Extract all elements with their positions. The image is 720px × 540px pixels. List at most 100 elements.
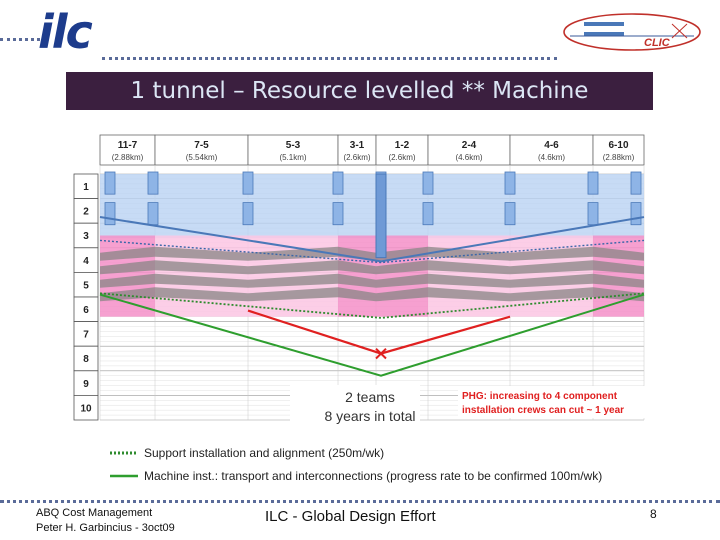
tunnel-excavation-band <box>100 174 644 238</box>
shaft-box <box>504 171 516 195</box>
machine-install-wedge <box>155 273 248 288</box>
machine-install-wedge <box>428 287 510 302</box>
shaft-box <box>332 171 344 195</box>
annotation-years: 8 years in total <box>324 408 415 424</box>
machine-install-wedge <box>338 273 376 288</box>
machine-install-wedge <box>593 273 644 288</box>
machine-install-wedge <box>248 260 338 275</box>
footer-center: ILC - Global Design Effort <box>265 508 436 525</box>
machine-install-wedge <box>100 273 155 288</box>
segment-header-cell <box>375 134 429 166</box>
shaft-box <box>147 171 159 195</box>
machine-install-wedge <box>100 260 155 275</box>
machine-installation-line <box>99 293 645 377</box>
segment-header-length: (2.88km) <box>603 153 635 162</box>
machine-install-wedge <box>100 246 155 261</box>
segment-header-length: (5.54km) <box>186 153 218 162</box>
shaft-box <box>332 202 344 226</box>
footer-left-line2: Peter H. Garbincius - 3oct09 <box>36 522 175 534</box>
segment-header-length: (2.88km) <box>112 153 144 162</box>
annotation-main-bg <box>290 385 420 427</box>
segment-header-name: 11-7 <box>118 140 138 151</box>
machine-install-wedge <box>593 260 644 275</box>
ilc-logo: ilc <box>38 6 100 58</box>
legend-label-machine: Machine inst.: transport and interconnec… <box>144 469 602 483</box>
segment-header-cell <box>427 134 511 166</box>
year-label-cell <box>73 296 99 323</box>
segment-header-cell <box>154 134 249 166</box>
machine-install-wedge <box>593 246 644 261</box>
year-label-cell <box>73 198 99 224</box>
machine-install-wedge <box>338 260 376 275</box>
machine-install-wedge <box>428 260 510 275</box>
shaft-box <box>587 171 599 195</box>
annotation-teams: 2 teams <box>345 389 395 405</box>
shaft-box <box>504 202 516 226</box>
segment-header-length: (5.1km) <box>279 153 306 162</box>
year-label: 9 <box>83 379 89 390</box>
machine-install-wedge <box>155 287 248 302</box>
segment-header-name: 6-10 <box>608 140 628 151</box>
machine-install-wedge <box>376 246 428 261</box>
year-label: 5 <box>83 280 89 291</box>
shaft-box <box>630 171 642 195</box>
machine-install-wedge <box>338 246 376 261</box>
ilc-logo-text: ilc <box>38 5 93 59</box>
machine-install-wedge <box>248 287 338 302</box>
clic-logo-text: CLIC <box>644 37 671 49</box>
segment-header-name: 7-5 <box>194 140 209 151</box>
year-label-cell <box>73 394 99 421</box>
shaft-box <box>422 202 434 226</box>
segment-header-name: 2-4 <box>462 140 477 151</box>
machine-install-wedge <box>510 273 593 288</box>
header-dotted-line-right <box>102 57 557 60</box>
legend-label-support: Support installation and alignment (250m… <box>144 446 384 460</box>
machine-install-wedge <box>428 273 510 288</box>
shaft-box <box>587 202 599 226</box>
tunnel-finish-line <box>99 239 645 264</box>
machine-install-wedge <box>376 260 428 275</box>
segment-header-length: (2.6km) <box>343 153 370 162</box>
shaft-box <box>104 171 116 195</box>
year-label: 1 <box>83 182 89 193</box>
segment-header-name: 5-3 <box>286 140 301 151</box>
annotation-red-bg <box>458 386 654 418</box>
critical-path-end-marker <box>375 347 387 360</box>
year-label: 2 <box>83 207 89 218</box>
shaft-box <box>422 171 434 195</box>
machine-install-wedge <box>510 260 593 275</box>
machine-install-wedge <box>510 246 593 261</box>
year-label: 8 <box>83 354 89 365</box>
segment-header-name: 3-1 <box>350 140 365 151</box>
machine-install-wedge <box>376 287 428 302</box>
year-label-cell <box>73 173 99 200</box>
header-dotted-line-left <box>0 38 40 41</box>
segment-header-name: 1-2 <box>395 140 410 151</box>
machine-install-wedge <box>155 246 248 261</box>
shaft-box <box>104 202 116 226</box>
machine-install-wedge <box>248 273 338 288</box>
annotation-phg-line1: PHG: increasing to 4 component <box>462 391 618 402</box>
year-label: 4 <box>83 256 89 267</box>
machine-install-wedge <box>155 260 248 275</box>
footer-dotted-line <box>0 500 720 503</box>
segment-header-length: (4.6km) <box>538 153 565 162</box>
slide-title: 1 tunnel – Resource levelled ** Machine <box>66 72 653 110</box>
page-number: 8 <box>650 507 657 521</box>
year-label-cell <box>73 321 99 347</box>
segment-header-length: (2.6km) <box>388 153 415 162</box>
shaft-box <box>242 202 254 226</box>
segment-header-cell <box>592 134 645 166</box>
year-label: 3 <box>83 231 89 242</box>
tunnel-progress-line <box>99 216 645 263</box>
machine-install-wedge <box>376 273 428 288</box>
clic-logo: CLIC <box>562 12 702 52</box>
shaft-box <box>630 202 642 226</box>
machine-install-wedge <box>510 287 593 302</box>
segment-header-cell <box>509 134 594 166</box>
segment-header-length: (4.6km) <box>455 153 482 162</box>
shaft-box <box>242 171 254 195</box>
shaft-box <box>147 202 159 226</box>
year-label: 10 <box>80 403 92 414</box>
year-label-cell <box>73 222 99 249</box>
